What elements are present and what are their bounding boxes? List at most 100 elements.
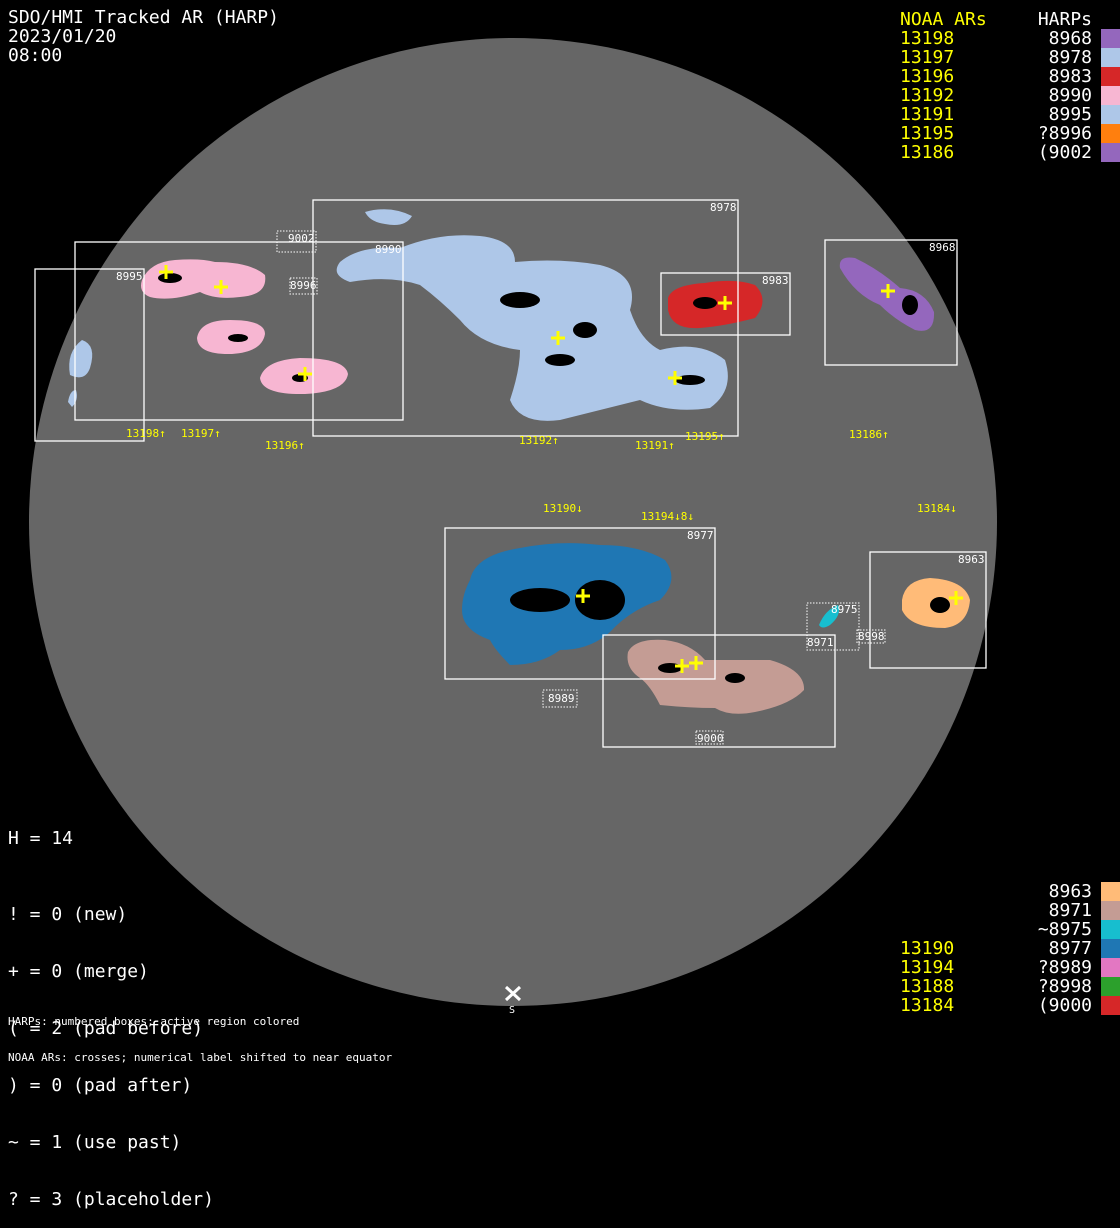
south-pole-marker: S [504, 985, 522, 1016]
harp-label: 8998 [858, 630, 885, 643]
noaa-ar-labels: 13198↑ 13197↑ 13196↑ 13192↑ 13191↑ 13195… [126, 427, 957, 523]
sunspot [500, 292, 540, 308]
harp-label: 9000 [697, 732, 724, 745]
noaa-cross-icon [576, 589, 590, 603]
legend-row: 13192 8990 [900, 86, 1120, 105]
color-swatch [1101, 105, 1120, 124]
harp-number: 8978 [1048, 47, 1092, 68]
stat-line: ~ = 1 (use past) [8, 1132, 182, 1153]
color-swatch [1101, 143, 1120, 162]
stat-line: ? = 3 (placeholder) [8, 1189, 214, 1210]
harp-label: 8971 [807, 636, 834, 649]
color-swatch [1101, 901, 1120, 920]
noaa-number: 13197 [900, 47, 955, 68]
legend-row: 13184 (9000 [900, 996, 1120, 1015]
noaa-cross-icon [718, 296, 732, 310]
solar-disk [29, 38, 997, 1006]
harp-number: ?8998 [1037, 976, 1092, 997]
noaa-number: 13194 [900, 957, 955, 978]
ar-label: 13196↑ [265, 439, 305, 452]
noaa-heading: NOAA ARs [900, 9, 987, 30]
harp-label: 8995 [116, 270, 143, 283]
harp-label: 9002 [288, 232, 315, 245]
footnote: HARPs: numbered boxes; active region col… [8, 1015, 300, 1028]
noaa-number: 13198 [900, 28, 955, 49]
harp-heading: HARPs [1037, 9, 1092, 30]
harp-box [312, 199, 739, 437]
harp-label: 8977 [687, 529, 714, 542]
harp-number: 8971 [1048, 900, 1092, 921]
harp-number: ~8975 [1037, 919, 1092, 940]
noaa-cross-icon [298, 367, 312, 381]
harp-placeholder-box [289, 277, 318, 295]
noaa-crosses [159, 265, 963, 673]
sunspot [545, 354, 575, 366]
harp-number: (9002 [1037, 142, 1092, 163]
harp-box [824, 239, 958, 366]
harp-box [444, 527, 716, 680]
ar-label: 13190↓ [543, 502, 583, 515]
color-swatch [1101, 977, 1120, 996]
ar-label: 13194↓8↓ [641, 510, 694, 523]
noaa-cross-icon [949, 591, 963, 605]
stat-line: + = 0 (merge) [8, 961, 149, 982]
noaa-number: 13192 [900, 85, 955, 106]
color-swatch [1101, 48, 1120, 67]
color-swatch [1101, 67, 1120, 86]
noaa-number: 13184 [900, 995, 955, 1016]
legend-row: 13188?8998 [900, 977, 1120, 996]
harp-placeholder-box [695, 730, 724, 745]
legend-row: 13186 (9002 [900, 143, 1120, 162]
harp-number: ?8996 [1037, 123, 1092, 144]
date: 2023/01/20 [8, 26, 117, 47]
legend-row: 13194 ?8989 [900, 958, 1120, 977]
harp-label: 8990 [375, 243, 402, 256]
harp-number: 8983 [1048, 66, 1092, 87]
legend-row: ~8975 [900, 920, 1120, 939]
harp-boxes [34, 199, 987, 748]
color-swatch [1101, 958, 1120, 977]
footnotes: HARPs: numbered boxes; active region col… [8, 992, 392, 1076]
sunspot [725, 673, 745, 683]
solar-disk-map: 8995 8990 8978 8983 8968 8977 8963 8971 … [29, 38, 997, 1016]
harp-number: (9000 [1037, 995, 1092, 1016]
harp-label: 8968 [929, 241, 956, 254]
legend-row: 8963 [900, 882, 1120, 901]
harp-label: 8975 [831, 603, 858, 616]
noaa-cross-icon [668, 371, 682, 385]
sunspot [575, 580, 625, 620]
active-regions [68, 209, 970, 714]
harp-number: 8963 [1048, 881, 1092, 902]
color-swatch [1101, 882, 1120, 901]
harp-number: 8990 [1048, 85, 1092, 106]
harp-label: 8963 [958, 553, 985, 566]
close-x-icon [504, 985, 522, 1002]
sunspot [228, 334, 248, 342]
noaa-cross-icon [214, 280, 228, 294]
footnote: NOAA ARs: crosses; numerical label shift… [8, 1051, 393, 1064]
harp-box [602, 634, 836, 748]
harp-number: ?8989 [1037, 957, 1092, 978]
noaa-number: 13186 [900, 142, 955, 163]
color-swatch [1101, 939, 1120, 958]
harp-placeholder-box [806, 602, 860, 651]
ar-label: 13198↑ [126, 427, 166, 440]
active-region-blob [627, 639, 805, 714]
color-swatch [1101, 920, 1120, 939]
ar-label: 13186↑ [849, 428, 889, 441]
active-region-blob [141, 259, 266, 299]
noaa-number: 13196 [900, 66, 955, 87]
noaa-number: 13195 [900, 123, 955, 144]
harp-label: 8989 [548, 692, 575, 705]
harp-placeholder-box [542, 689, 578, 708]
harp-box [74, 241, 404, 421]
noaa-number: 13191 [900, 104, 955, 125]
noaa-cross-icon [675, 659, 689, 673]
ar-label: 13192↑ [519, 434, 559, 447]
harp-box [869, 551, 987, 669]
